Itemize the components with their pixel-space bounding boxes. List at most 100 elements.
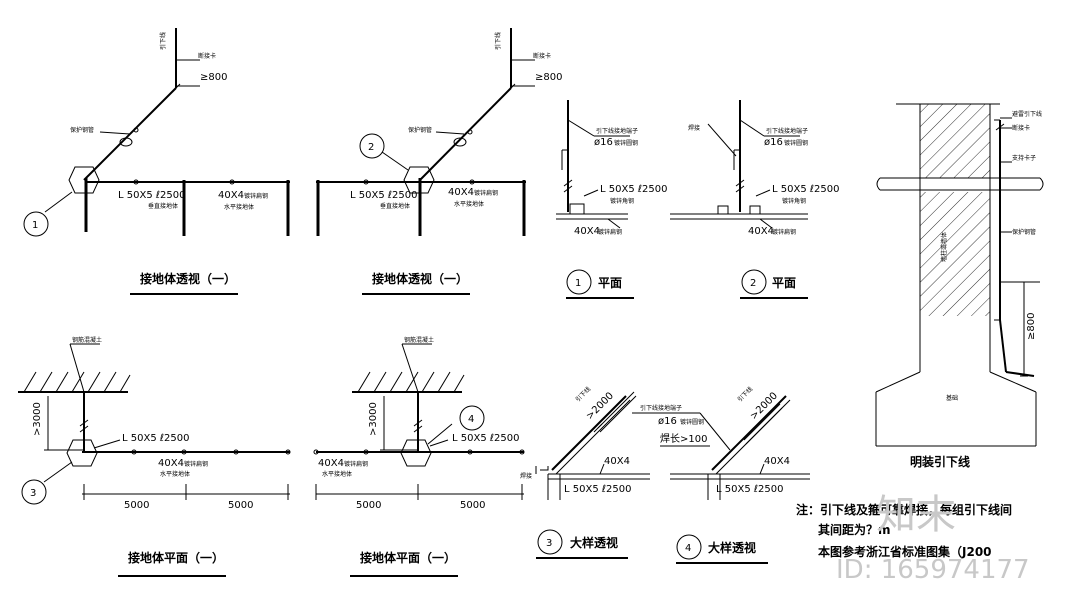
callout-number: 1: [32, 220, 38, 231]
view-title: 接地体平面（一）: [360, 550, 456, 565]
flat-steel-label: 40X4: [764, 456, 790, 467]
flat-steel-label: 40X4: [158, 458, 184, 469]
dim-label: 5000: [228, 500, 253, 511]
svg-text:避雷引下线: 避雷引下线: [1012, 110, 1042, 118]
view-title: 平面: [772, 276, 796, 290]
svg-text:引下线: 引下线: [494, 32, 502, 50]
view-title: 大样透视: [570, 535, 618, 550]
view-title: 接地体平面（一）: [128, 550, 224, 565]
svg-text:水平接地体: 水平接地体: [454, 200, 484, 208]
phi-label: ø16: [658, 416, 677, 427]
watermark-id: ID: 165974177: [836, 555, 1030, 585]
angle-steel-label: L 50X5 ℓ2500: [118, 190, 185, 201]
svg-text:镀锌扁钢: 镀锌扁钢: [474, 189, 498, 197]
callout-number: 4: [468, 414, 474, 425]
dim-vertical-label: >3000: [32, 402, 43, 436]
svg-text:引下线接地端子: 引下线接地端子: [640, 404, 682, 412]
svg-text:引下线接地端子: 引下线接地端子: [766, 127, 808, 135]
callout-number: 4: [685, 543, 691, 554]
view-title: 明装引下线: [910, 454, 970, 469]
note-line-3: 本图参考浙江省标准图集（J200: [818, 544, 992, 559]
plan-view-1: 引下线接地端子 ø16 镀锌圆钢 L 50X5 ℓ2500 镀锌角钢 40X4 …: [556, 100, 667, 299]
callout-bubble-4: [676, 534, 702, 560]
dim-label: 5000: [460, 500, 485, 511]
callout-number: 3: [546, 538, 552, 549]
angle-steel-label: L 50X5 ℓ2500: [452, 433, 519, 444]
view-title: 接地体透视（一）: [140, 271, 236, 286]
watermark: 知末 ID: 165974177: [836, 492, 1030, 585]
svg-text:断接卡: 断接卡: [1012, 124, 1030, 132]
callout-bubble-3: [537, 529, 563, 555]
detail-view-4: >2000 引下线 引下线接地端子 ø16 镀锌圆钢 焊长>100 40X4 L…: [632, 385, 810, 564]
view-title: 平面: [598, 276, 622, 290]
angle-steel-label: L 50X5 ℓ2500: [350, 190, 417, 201]
perspective-view-1: 引下线 断接卡 ≥800 保护钢管 1 L 50X5 ℓ2500 垂直接地体 4…: [23, 28, 290, 295]
view-title: 接地体透视（一）: [372, 271, 468, 286]
flat-steel-label: 40X4: [748, 226, 774, 237]
svg-text:镀锌角钢: 镀锌角钢: [782, 197, 806, 205]
svg-text:垂直接地体: 垂直接地体: [148, 202, 178, 210]
svg-text:镀锌扁钢: 镀锌扁钢: [772, 228, 796, 236]
note-line-1: 注：引下线及箍可靠焊接，每组引下线间: [796, 502, 1012, 517]
angle-steel-label: L 50X5 ℓ2500: [600, 184, 667, 195]
floor-plan-1: 钢筋混凝土 >3000 3 L 50X5 ℓ2500 40X4 镀锌扁钢 水平接…: [18, 336, 291, 577]
svg-text:保护钢管: 保护钢管: [1012, 228, 1036, 236]
svg-text:钢筋混凝土: 钢筋混凝土: [72, 336, 102, 344]
notes-block: 注：引下线及箍可靠焊接，每组引下线间 其间距为？m 本图参考浙江省标准图集（J2…: [796, 502, 1012, 559]
svg-text:镀锌圆钢: 镀锌圆钢: [784, 139, 808, 147]
callout-number: 2: [368, 142, 374, 153]
svg-text:镀锌扁钢: 镀锌扁钢: [244, 192, 268, 200]
dim-label: ≥800: [1026, 313, 1037, 340]
callout-bubble-1: [23, 211, 49, 237]
detail-view-3: >2000 引下线 焊接 40X4 L 50X5 ℓ2500 3 大样透视: [520, 385, 650, 559]
svg-text:镀锌扁钢: 镀锌扁钢: [184, 460, 208, 468]
dim-label: 5000: [356, 500, 381, 511]
gt800-label: ≥800: [200, 72, 227, 83]
plan-view-2: 焊接 引下线接地端子 ø16 镀锌圆钢 L 50X5 ℓ2500 镀锌角钢 40…: [670, 100, 839, 299]
svg-text:引下线接地端子: 引下线接地端子: [596, 127, 638, 135]
svg-text:引下线: 引下线: [159, 32, 167, 50]
angle-steel-label: L 50X5 ℓ2500: [716, 484, 783, 495]
svg-text:水平接地体: 水平接地体: [322, 470, 352, 478]
flat-steel-label: 40X4: [218, 190, 244, 201]
svg-text:镀锌扁钢: 镀锌扁钢: [598, 228, 622, 236]
svg-text:断接卡: 断接卡: [198, 52, 216, 60]
svg-text:水平接地体: 水平接地体: [160, 470, 190, 478]
svg-text:引下线: 引下线: [736, 385, 754, 403]
callout-number: 1: [575, 278, 581, 289]
floor-plan-2: 钢筋混凝土 >3000 4 L 50X5 ℓ2500 40X4 镀锌扁钢 水平接…: [313, 336, 525, 577]
weld-label: 焊长>100: [660, 433, 707, 445]
svg-text:断接卡: 断接卡: [533, 52, 551, 60]
svg-text:水平接地体: 水平接地体: [224, 203, 254, 211]
svg-text:支持卡子: 支持卡子: [1012, 154, 1036, 162]
svg-text:保护钢管: 保护钢管: [408, 126, 432, 134]
svg-text:引下线: 引下线: [574, 385, 592, 403]
svg-text:镀锌扁钢: 镀锌扁钢: [344, 460, 368, 468]
callout-number: 3: [30, 488, 36, 499]
dim-vertical-label: >3000: [368, 402, 379, 436]
svg-text:基础: 基础: [946, 394, 958, 402]
phi-label: ø16: [764, 137, 783, 148]
callout-number: 2: [750, 278, 756, 289]
callout-bubble-2: [741, 269, 767, 295]
watermark-logo: 知末: [876, 492, 956, 538]
svg-text:镀锌角钢: 镀锌角钢: [610, 197, 634, 205]
svg-text:镀锌圆钢: 镀锌圆钢: [680, 418, 704, 426]
callout-bubble-2: [359, 133, 385, 159]
svg-text:焊接: 焊接: [520, 472, 532, 480]
view-title: 大样透视: [708, 540, 756, 555]
flat-steel-label: 40X4: [574, 226, 600, 237]
note-line-2: 其间距为？m: [818, 522, 891, 537]
gt2000-label: >2000: [584, 390, 616, 422]
dim-label: 5000: [124, 500, 149, 511]
flat-steel-label: 40X4: [604, 456, 630, 467]
angle-steel-label: L 50X5 ℓ2500: [122, 433, 189, 444]
svg-text:焊接: 焊接: [688, 124, 700, 132]
svg-text:保护钢管: 保护钢管: [70, 126, 94, 134]
callout-bubble-4: [459, 405, 485, 431]
flat-steel-label: 40X4: [448, 187, 474, 198]
svg-text:垂直接地体: 垂直接地体: [380, 202, 410, 210]
svg-text:钢筋混凝土: 钢筋混凝土: [404, 336, 434, 344]
